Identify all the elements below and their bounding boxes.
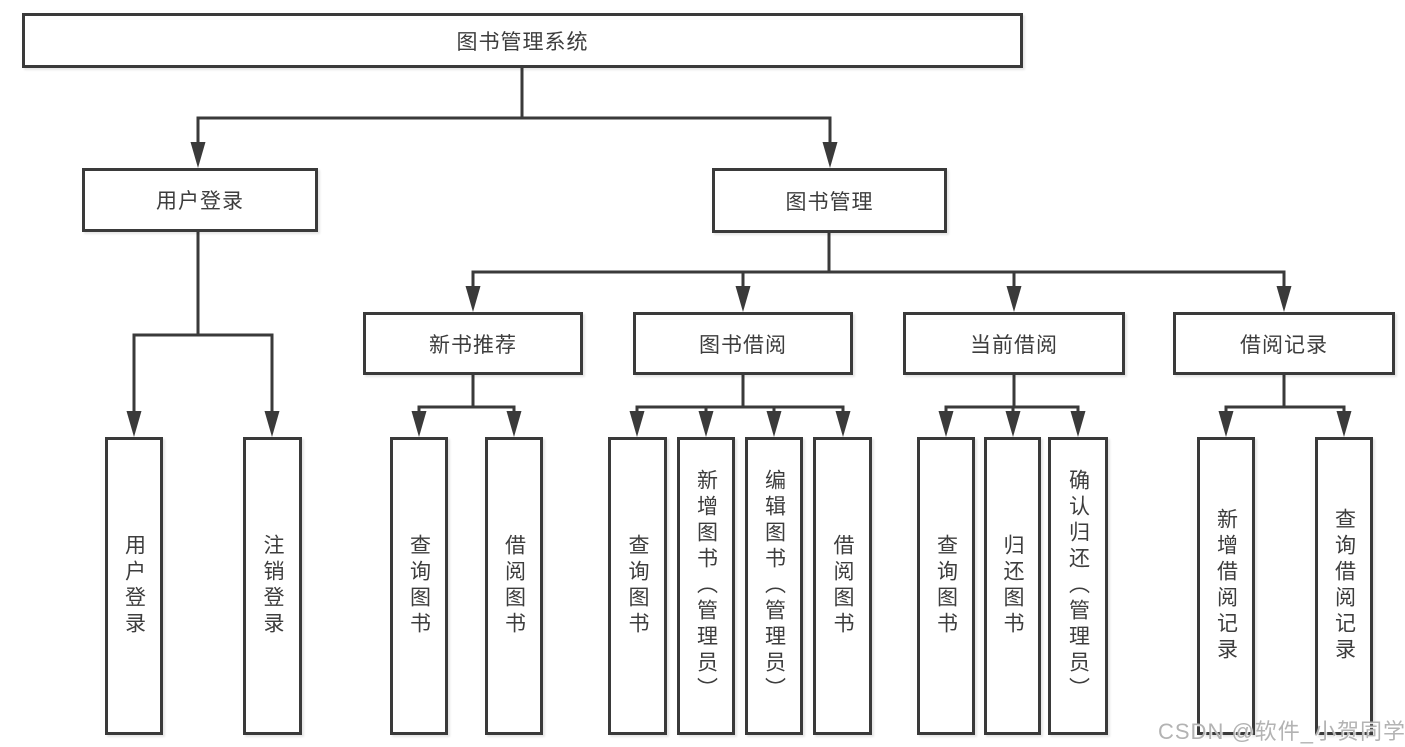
connector-currentborrow-to-leaves	[944, 375, 1080, 414]
connector-bookborrow-to-leaves	[635, 375, 845, 414]
leaf-logout-label: 注销登录	[261, 534, 284, 638]
leaf-add-borrow-record-label: 新增借阅记录	[1214, 508, 1238, 664]
leaf-borrow-book-1-label: 借阅图书	[502, 534, 526, 638]
node-root: 图书管理系统	[22, 13, 1023, 68]
node-current-borrow: 当前借阅	[903, 312, 1125, 375]
csdn-watermark: CSDN @软件_小贺同学	[1158, 719, 1405, 744]
leaf-query-book-2: 查询图书	[608, 437, 667, 735]
leaf-edit-book-label: 编辑图书（管理员）	[762, 469, 786, 703]
node-book-mgmt: 图书管理	[712, 168, 947, 233]
leaf-confirm-return: 确认归还（管理员）	[1048, 437, 1108, 735]
arrowheads	[126, 142, 1352, 437]
leaf-confirm-return-label: 确认归还（管理员）	[1066, 469, 1090, 703]
leaf-borrow-book-2: 借阅图书	[813, 437, 872, 735]
leaf-add-book: 新增图书（管理员）	[677, 437, 735, 735]
leaf-logout: 注销登录	[243, 437, 302, 735]
connector-borrowrecords-to-leaves	[1224, 375, 1346, 414]
leaf-query-book-2-label: 查询图书	[626, 534, 649, 638]
leaf-add-book-label: 新增图书（管理员）	[694, 469, 718, 703]
connector-bookmgmt-to-level3	[471, 233, 1286, 289]
leaf-user-login-label: 用户登录	[122, 534, 146, 638]
leaf-query-borrow-record: 查询借阅记录	[1315, 437, 1373, 735]
leaf-query-book-1-label: 查询图书	[407, 534, 431, 638]
connector-newbookrec-to-leaves	[417, 375, 516, 414]
leaf-return-book: 归还图书	[984, 437, 1041, 735]
connector-root-to-level2	[196, 68, 832, 145]
node-user-login: 用户登录	[82, 168, 318, 232]
leaf-query-borrow-record-label: 查询借阅记录	[1332, 508, 1356, 664]
leaf-return-book-label: 归还图书	[1001, 534, 1024, 638]
node-book-borrow: 图书借阅	[633, 312, 853, 375]
leaf-query-book-3: 查询图书	[917, 437, 975, 735]
leaf-query-book-1: 查询图书	[390, 437, 448, 735]
leaf-query-book-3-label: 查询图书	[934, 534, 958, 638]
leaf-borrow-book-1: 借阅图书	[485, 437, 543, 735]
leaf-add-borrow-record: 新增借阅记录	[1197, 437, 1255, 735]
leaf-borrow-book-2-label: 借阅图书	[831, 534, 854, 638]
leaf-user-login: 用户登录	[105, 437, 163, 735]
leaf-edit-book: 编辑图书（管理员）	[745, 437, 803, 735]
connector-userlogin-to-leaves	[132, 232, 274, 414]
node-new-book-rec: 新书推荐	[363, 312, 583, 375]
node-borrow-records: 借阅记录	[1173, 312, 1395, 375]
